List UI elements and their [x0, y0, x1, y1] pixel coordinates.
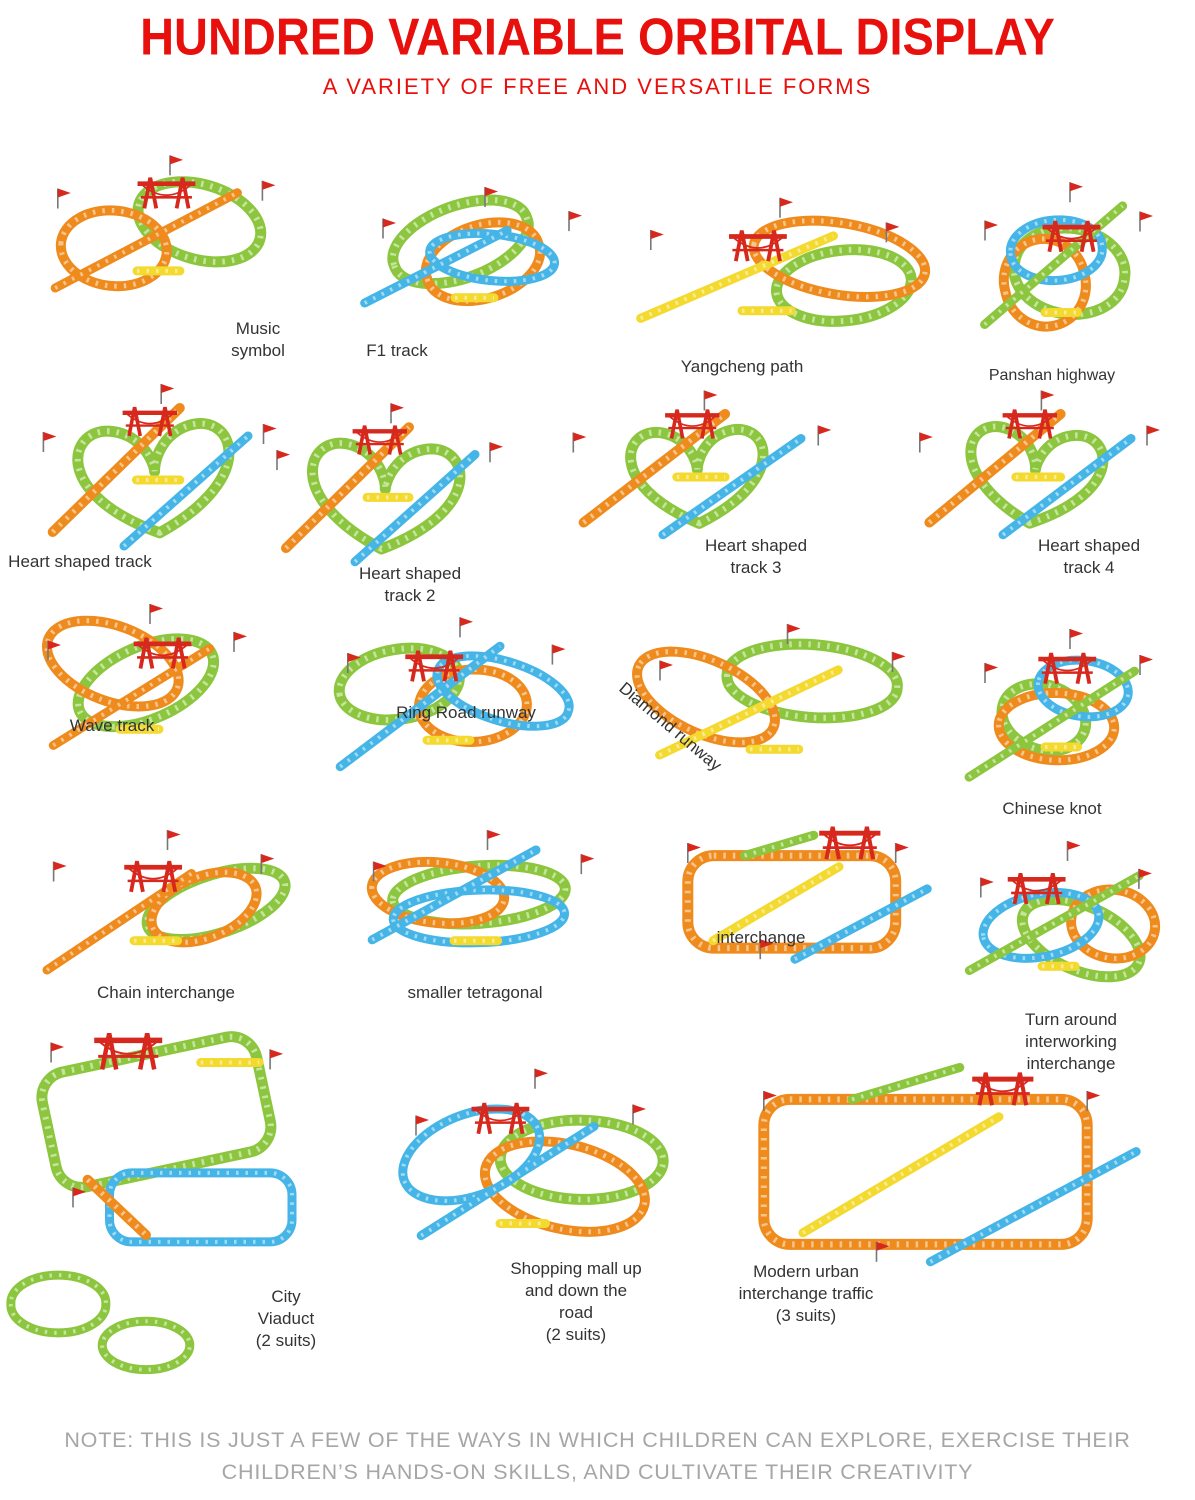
- note-line-1: NOTE: THIS IS JUST A FEW OF THE WAYS IN …: [64, 1428, 1131, 1452]
- track-figure-music-symbol: Music symbol: [5, 150, 335, 360]
- track-label: Music symbol: [231, 319, 285, 361]
- track-label: Modern urban interchange traffic (3 suit…: [738, 1262, 874, 1326]
- track-label: Heart shaped track 4: [1037, 536, 1141, 578]
- track-figure-heart-shaped-track: Heart shaped track: [0, 376, 310, 576]
- track-label: F1 track: [366, 341, 428, 360]
- track-figure-shopping-mall-up-and-down-the-road: Shopping mall up and down the road (2 su…: [360, 1053, 710, 1344]
- track-figure-heart-shaped-track-2: Heart shaped track 2: [235, 396, 535, 605]
- track-label: Shopping mall up and down the road (2 su…: [510, 1259, 642, 1345]
- track-illustration: [758, 1063, 1141, 1267]
- track-illustration: [41, 603, 247, 750]
- track-label: Chain interchange: [97, 983, 235, 1002]
- track-label: Heart shaped track 2: [358, 564, 462, 606]
- page-title: HUNDRED VARIABLE ORBITAL DISPLAY: [140, 7, 1055, 66]
- track-figure-wave-track: Wave track: [0, 596, 300, 811]
- track-figure-chain-interchange: Chain interchange: [0, 826, 335, 1011]
- track-figure-diamond-runway: Diamond runway: [600, 616, 975, 831]
- track-illustration: [980, 182, 1153, 332]
- track-figure-interchange: interchange: [650, 826, 965, 1011]
- track-figure-smaller-tetragonal: smaller tetragonal: [320, 826, 655, 1011]
- track-label: City Viaduct (2 suits): [255, 1287, 317, 1351]
- track-figure-modern-urban-interchange-traffic: Modern urban interchange traffic (3 suit…: [705, 1053, 1195, 1343]
- track-figure-heart-shaped-track-3: Heart shaped track 3: [525, 386, 870, 577]
- track-illustration: [42, 830, 291, 975]
- note-line-2: CHILDREN’S HANDS-ON SKILLS, AND CULTIVAT…: [221, 1460, 974, 1485]
- track-illustration: [360, 187, 582, 308]
- track-illustration: [333, 617, 574, 772]
- note-text: NOTE: THIS IS JUST A FEW OF THE WAYS IN …: [0, 1424, 1195, 1489]
- track-illustration: [964, 840, 1161, 983]
- track-illustration: [636, 197, 931, 327]
- track-illustration: [572, 390, 832, 540]
- track-label: interchange: [716, 928, 806, 947]
- track-illustration: [6, 1031, 297, 1375]
- track-illustration: [366, 830, 595, 948]
- track-label: Heart shaped track: [8, 552, 152, 571]
- track-figure-f1-track: F1 track: [335, 183, 635, 368]
- track-label: Yangcheng path: [680, 357, 804, 376]
- track-label: Ring Road runway: [396, 703, 536, 722]
- track-illustration: [398, 1068, 669, 1241]
- track-label: Heart shaped track 3: [704, 536, 808, 578]
- track-label: Wave track: [69, 716, 155, 735]
- track-illustration: [964, 629, 1153, 782]
- track-figure-chinese-knot: Chinese knot: [945, 623, 1195, 823]
- track-figure-yangcheng-path: Yangcheng path: [590, 193, 970, 383]
- track-label: Turn around interworking interchange: [1025, 1010, 1117, 1074]
- track-figure-heart-shaped-track-4: Heart shaped track 4: [875, 386, 1195, 577]
- track-illustration: [682, 826, 932, 964]
- page-subtitle: A VARIETY OF FREE AND VERSATILE FORMS: [322, 74, 873, 99]
- track-label: smaller tetragonal: [407, 983, 543, 1002]
- track-figure-ring-road-runway: Ring Road runway: [295, 610, 625, 820]
- track-figure-turn-around-interworking-interchange: Turn around interworking interchange: [940, 833, 1195, 1073]
- track-illustration: [50, 155, 276, 293]
- track-figure-city-viaduct: City Viaduct (2 suits): [0, 1028, 365, 1375]
- track-illustration: [918, 390, 1160, 540]
- track-illustration: [42, 384, 277, 551]
- track-illustration: [276, 403, 503, 567]
- track-figure-panshan-highway: Panshan highway: [945, 173, 1195, 398]
- track-label: Panshan highway: [988, 367, 1116, 384]
- track-label: Chinese knot: [1002, 799, 1102, 818]
- track-illustration: [632, 623, 906, 760]
